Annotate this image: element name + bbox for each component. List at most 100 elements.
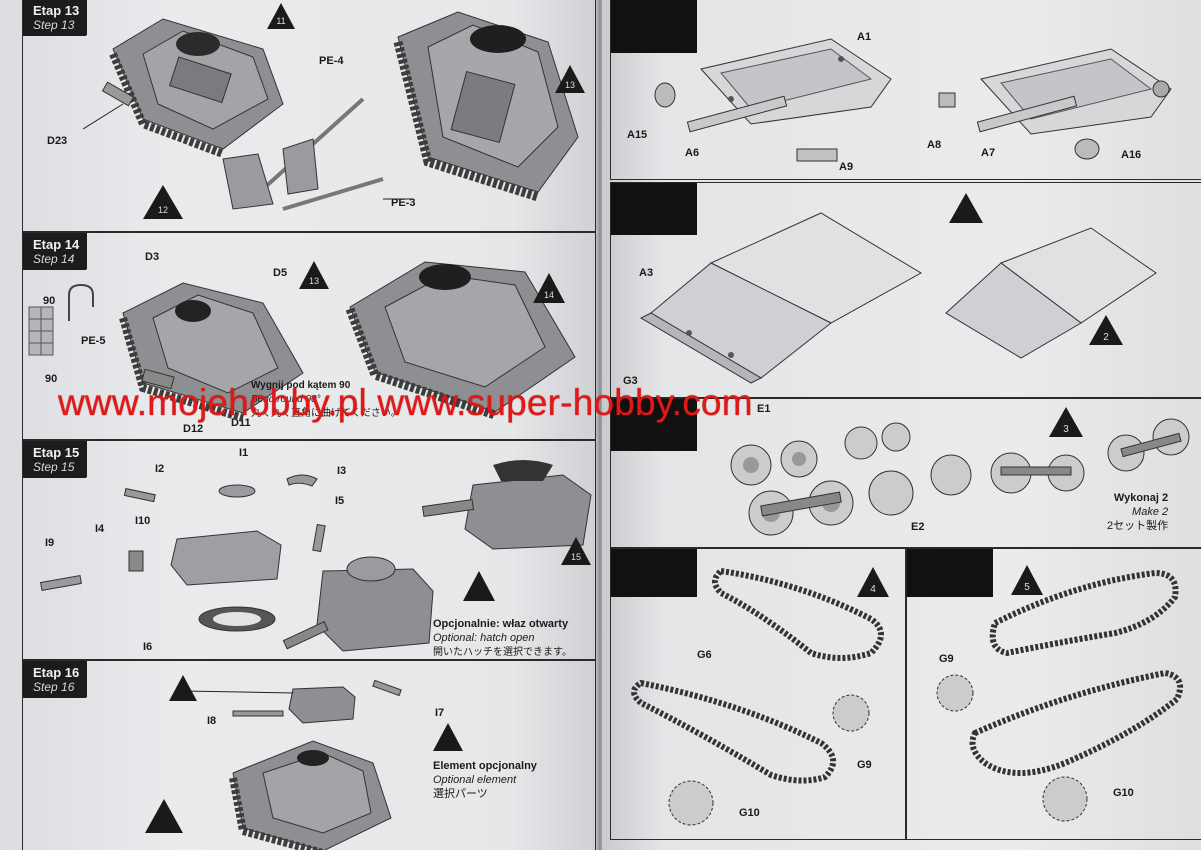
chassis-tub-illustration (700, 38, 892, 125)
step-4-header-block (611, 549, 697, 597)
left-page: Etap 13 Step 13 (0, 0, 598, 850)
ref-marker-4: 4 (857, 567, 889, 597)
svg-text:5: 5 (1024, 582, 1030, 593)
step-16-subtitle: Step 16 (33, 680, 75, 694)
part-label-i10: I10 (135, 515, 151, 527)
part-label-a1: A1 (857, 31, 872, 43)
svg-text:3: 3 (1063, 424, 1069, 435)
step-16-marker-c (145, 799, 183, 833)
ref-marker-13: 13 (555, 65, 585, 93)
ref-marker-15: 15 (561, 537, 591, 565)
make-two-note-jp: 2セット製作 (1107, 520, 1169, 532)
bend-note-jp: 丸く丸く直角に曲げてください。 (251, 408, 401, 419)
part-label-i1: I1 (239, 447, 249, 459)
step-3-panel: 3 E1 E2 Wykonaj 2 Make 2 2セット製作 (610, 398, 1201, 548)
svg-text:4: 4 (870, 584, 876, 595)
step-15-title: Etap 15 (33, 445, 80, 460)
ref-marker-3: 3 (1049, 407, 1083, 437)
angle-label-90-bottom: 90 (45, 373, 58, 385)
part-label-g9-step5: G9 (939, 653, 954, 665)
bogie-wheels-illustration (730, 418, 1190, 536)
step-13-header: Etap 13 Step 13 (23, 0, 88, 36)
track-assembly-illustration (631, 567, 884, 826)
bend-note-pl: Wygnij pod kątem 90 (251, 380, 351, 391)
page-fold (596, 0, 604, 850)
part-label-i4: I4 (95, 523, 105, 535)
step-1-parts (654, 82, 1100, 162)
svg-text:2: 2 (1103, 332, 1109, 343)
optional-element-note-jp: 選択パーツ (433, 788, 488, 800)
ref-marker-12: 12 (143, 185, 183, 219)
step-14-header: Etap 14 Step 14 (23, 233, 88, 270)
bend-note-en: Bend round 90° (251, 394, 321, 405)
svg-text:14: 14 (544, 290, 554, 300)
step-1-panel: A1 A15 A6 A9 A8 A7 A16 (610, 0, 1201, 180)
part-label-a16: A16 (1121, 149, 1142, 161)
step-14-subtitle: Step 14 (33, 252, 75, 266)
part-label-i2: I2 (155, 463, 165, 475)
turret-top-illustration (182, 679, 402, 724)
step-16-title: Etap 16 (33, 665, 80, 680)
part-label-pe5: PE-5 (81, 335, 106, 347)
step-2-header-block (611, 183, 697, 235)
part-label-e2: E2 (911, 521, 925, 533)
part-label-a6: A6 (685, 147, 700, 159)
svg-text:13: 13 (565, 80, 575, 90)
part-label-a9: A9 (839, 161, 854, 173)
step-3-header-block (611, 399, 697, 451)
svg-text:13: 13 (309, 276, 319, 286)
step-13-title: Etap 13 (33, 3, 80, 18)
svg-text:11: 11 (276, 16, 285, 26)
optional-element-note: Element opcjonalny Optional element 選択パー… (433, 759, 537, 801)
make-two-note-pl: Wykonaj 2 (1113, 492, 1169, 504)
angle-label-90-top: 90 (43, 295, 56, 307)
part-label-pe4: PE-4 (319, 55, 344, 67)
step-16-panel: Etap 16 Step 16 I8 I7 Element opcjona (22, 660, 596, 850)
ref-marker-11: 11 (267, 3, 295, 29)
optional-hatch-note-en: Optional: hatch open (433, 632, 535, 644)
optional-element-note-en: Optional element (433, 774, 517, 786)
part-label-d3: D3 (145, 251, 160, 263)
ref-marker-5: 5 (1011, 565, 1043, 595)
step-14-panel: Etap 14 Step 14 90 90 D3 D5 PE-5 D12 D11 (22, 232, 596, 440)
part-label-i8: I8 (207, 715, 217, 727)
part-label-g3: G3 (623, 375, 638, 387)
part-label-pe3: PE-3 (391, 197, 416, 209)
step-13-exploded-parts (82, 81, 413, 211)
part-label-e1: E1 (757, 403, 771, 415)
step-14-title: Etap 14 (33, 237, 80, 252)
part-label-i7: I7 (435, 707, 445, 719)
tank-final-illustration (229, 740, 392, 850)
hull-tub-front-illustration (639, 212, 922, 384)
part-label-a7: A7 (981, 147, 996, 159)
part-label-g10: G10 (739, 807, 760, 819)
part-label-g10-step5: G10 (1113, 787, 1134, 799)
step-15-header: Etap 15 Step 15 (23, 441, 88, 478)
ref-marker-14: 14 (533, 273, 565, 303)
turret-open-hatch-illustration (282, 556, 434, 652)
part-label-a15: A15 (627, 129, 648, 141)
step-2-marker (949, 193, 983, 223)
step-5-panel: 5 G9 G10 (906, 548, 1201, 840)
ref-marker-2: 2 (1089, 315, 1123, 345)
tank-hull-assembled-illustration (393, 11, 579, 202)
svg-text:12: 12 (158, 205, 168, 215)
part-label-d5: D5 (273, 267, 288, 279)
step-1-header-block (611, 0, 697, 53)
part-label-d23: D23 (47, 135, 68, 147)
part-label-g9: G9 (857, 759, 872, 771)
step-16-marker-a (169, 675, 197, 701)
step-15-panel: Etap 15 Step 15 I1 I2 I3 I5 I10 I4 I9 I6 (22, 440, 596, 660)
step-13-subtitle: Step 13 (33, 18, 75, 32)
optional-hatch-note-pl: Opcjonalnie: właz otwarty (433, 618, 569, 630)
track-assembly-final-illustration (936, 569, 1183, 822)
turret-exploded-illustration (40, 474, 326, 632)
step-15-subtitle: Step 15 (33, 460, 75, 474)
part-label-g6: G6 (697, 649, 712, 661)
right-page: A1 A15 A6 A9 A8 A7 A16 2 A3 G3 (602, 0, 1201, 850)
step-16-header: Etap 16 Step 16 (23, 661, 88, 698)
make-two-note-en: Make 2 (1132, 506, 1169, 518)
step-13-panel: Etap 13 Step 13 (22, 0, 596, 232)
hatch-marker-triangle (463, 571, 495, 601)
